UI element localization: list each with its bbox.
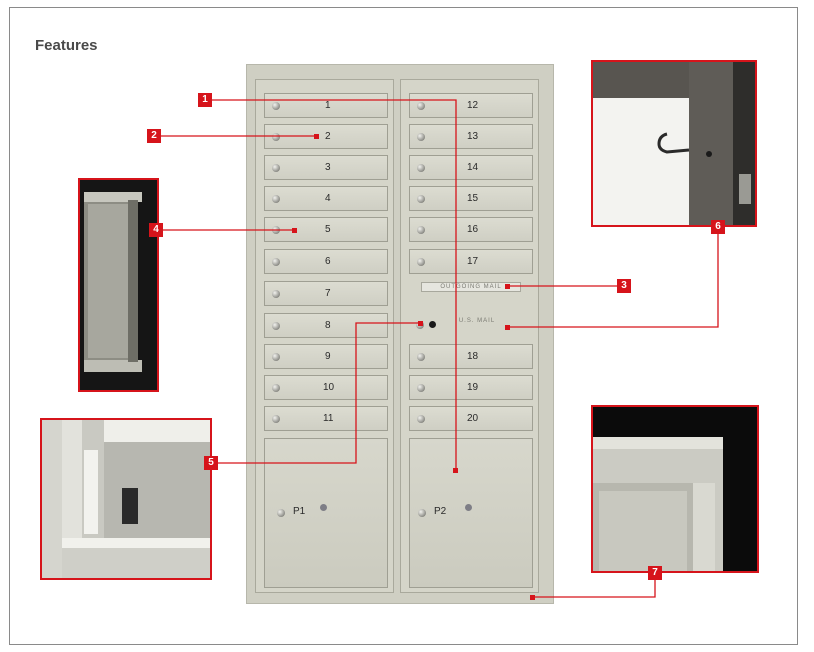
inset-corner-trim [591, 405, 759, 573]
mailbox-door-6: 6 [264, 249, 388, 274]
door-number: 16 [467, 224, 479, 235]
door-number: 3 [325, 162, 331, 173]
callout-4-target [292, 228, 297, 233]
interior-image [42, 420, 210, 578]
callout-7: 7 [648, 566, 662, 580]
mailbox-door-14: 14 [409, 155, 533, 180]
inset-interior-compartment [40, 418, 212, 580]
door-number: 2 [325, 131, 331, 142]
lock-icon [272, 164, 280, 172]
door-number: 12 [467, 100, 479, 111]
parcel-hole [465, 504, 472, 511]
callout-1: 1 [198, 93, 212, 107]
parcel-hole [320, 504, 327, 511]
door-number: 20 [467, 413, 479, 424]
mailbox-door-7: 7 [264, 281, 388, 306]
mailbox-door-8: 8 [264, 313, 388, 338]
callout-3-target [505, 284, 510, 289]
lock-icon [272, 102, 280, 110]
door-number: 5 [325, 224, 331, 235]
mailbox-door-15: 15 [409, 186, 533, 211]
callout-6-target [505, 325, 510, 330]
door-number: 18 [467, 351, 479, 362]
door-number: 14 [467, 162, 479, 173]
lock-icon [418, 509, 426, 517]
door-number: 7 [325, 288, 331, 299]
callout-2: 2 [147, 129, 161, 143]
door-number: 15 [467, 193, 479, 204]
callout-1-target [453, 468, 458, 473]
callout-7-target [530, 595, 535, 600]
lock-icon [417, 384, 425, 392]
lock-icon [277, 509, 285, 517]
key-hole [429, 321, 436, 328]
lock-icon [417, 226, 425, 234]
callout-6: 6 [711, 220, 725, 234]
lock-icon [272, 384, 280, 392]
inset-door-hinge [591, 60, 757, 227]
page-title: Features [35, 37, 98, 54]
lock-icon [272, 133, 280, 141]
mailbox-door-18: 18 [409, 344, 533, 369]
parcel-label: P1 [293, 506, 306, 517]
callout-5: 5 [204, 456, 218, 470]
door-number: 13 [467, 131, 479, 142]
extrusion-image [80, 180, 157, 390]
mailbox-door-4: 4 [264, 186, 388, 211]
door-number: 1 [325, 100, 331, 111]
lock-icon [272, 353, 280, 361]
mailbox-door-9: 9 [264, 344, 388, 369]
lock-icon [272, 258, 280, 266]
mailbox-door-19: 19 [409, 375, 533, 400]
hinge-image [593, 62, 755, 225]
lock-icon [272, 195, 280, 203]
door-number: 8 [325, 320, 331, 331]
door-number: 17 [467, 256, 479, 267]
callout-2-target [314, 134, 319, 139]
door-number: 11 [323, 413, 334, 424]
callout-4: 4 [149, 223, 163, 237]
lock-icon [417, 353, 425, 361]
lock-icon [417, 164, 425, 172]
lock-icon [272, 415, 280, 423]
inset-extrusion-profile [78, 178, 159, 392]
lock-icon [417, 195, 425, 203]
callout-5-target [418, 321, 423, 326]
mailbox-door-16: 16 [409, 217, 533, 242]
lock-icon [272, 322, 280, 330]
parcel-locker-2: P2 [409, 438, 533, 588]
lock-icon [417, 102, 425, 110]
door-number: 4 [325, 193, 331, 204]
door-number: 9 [325, 351, 331, 362]
mailbox-door-1: 1 [264, 93, 388, 118]
door-number: 6 [325, 256, 331, 267]
lock-icon [417, 415, 425, 423]
lock-icon [272, 290, 280, 298]
mailbox-door-3: 3 [264, 155, 388, 180]
callout-3: 3 [617, 279, 631, 293]
outgoing-mail-slot: OUTGOING MAIL [421, 282, 521, 292]
door-number: 10 [323, 382, 335, 393]
mailbox-door-11: 11 [264, 406, 388, 431]
mailbox-door-20: 20 [409, 406, 533, 431]
door-number: 19 [467, 382, 479, 393]
lock-icon [417, 133, 425, 141]
mailbox-door-13: 13 [409, 124, 533, 149]
mailbox-door-12: 12 [409, 93, 533, 118]
mailbox-door-17: 17 [409, 249, 533, 274]
us-mail-label: U.S. MAIL [458, 318, 496, 324]
trim-image [593, 407, 757, 571]
mailbox-door-10: 10 [264, 375, 388, 400]
lock-icon [417, 258, 425, 266]
parcel-label: P2 [434, 506, 447, 517]
